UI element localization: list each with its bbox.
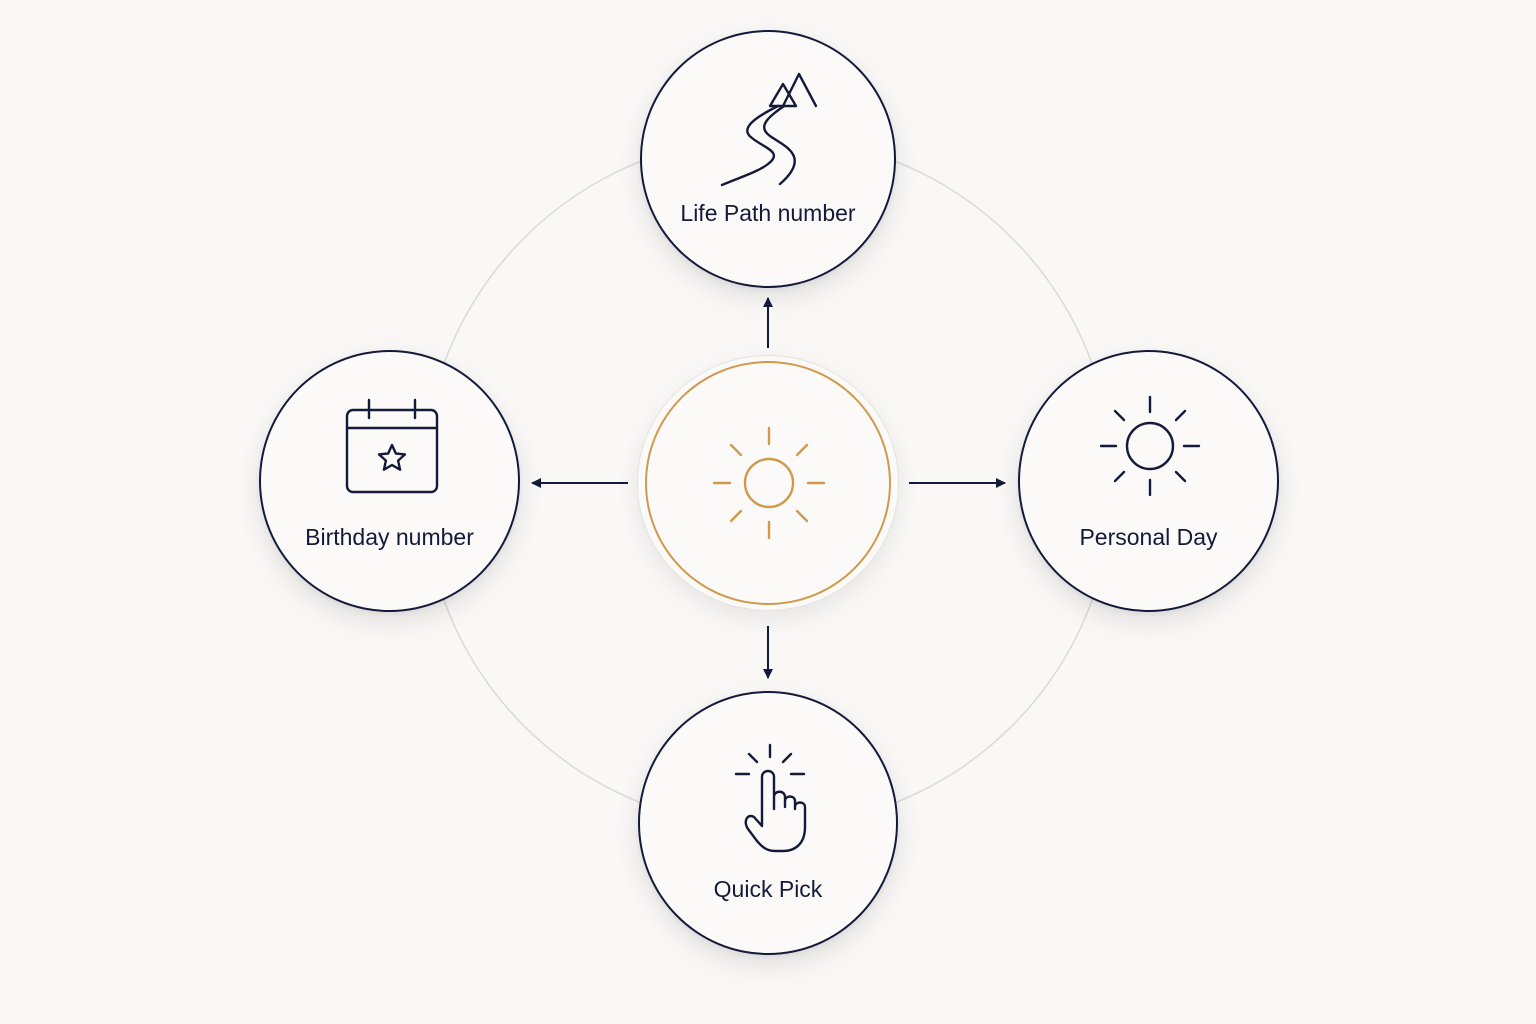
sun-icon bbox=[1099, 395, 1201, 497]
winding-path-mountain-icon bbox=[720, 72, 818, 187]
personal-day-label: Personal Day bbox=[1079, 524, 1218, 550]
life-path-label: Life Path number bbox=[680, 200, 856, 226]
tap-hand-icon bbox=[734, 743, 807, 853]
center-hub[interactable] bbox=[637, 355, 899, 611]
center-sun-icon bbox=[712, 426, 826, 540]
life-path-node[interactable]: Life Path number bbox=[640, 30, 896, 288]
birthday-label: Birthday number bbox=[305, 524, 474, 550]
birthday-node[interactable]: Birthday number bbox=[259, 350, 520, 612]
calendar-star-icon bbox=[345, 398, 439, 494]
quick-pick-node[interactable]: Quick Pick bbox=[638, 691, 898, 955]
quick-pick-label: Quick Pick bbox=[713, 876, 823, 902]
personal-day-node[interactable]: Personal Day bbox=[1018, 350, 1279, 612]
hub-inner-ring bbox=[645, 361, 891, 605]
